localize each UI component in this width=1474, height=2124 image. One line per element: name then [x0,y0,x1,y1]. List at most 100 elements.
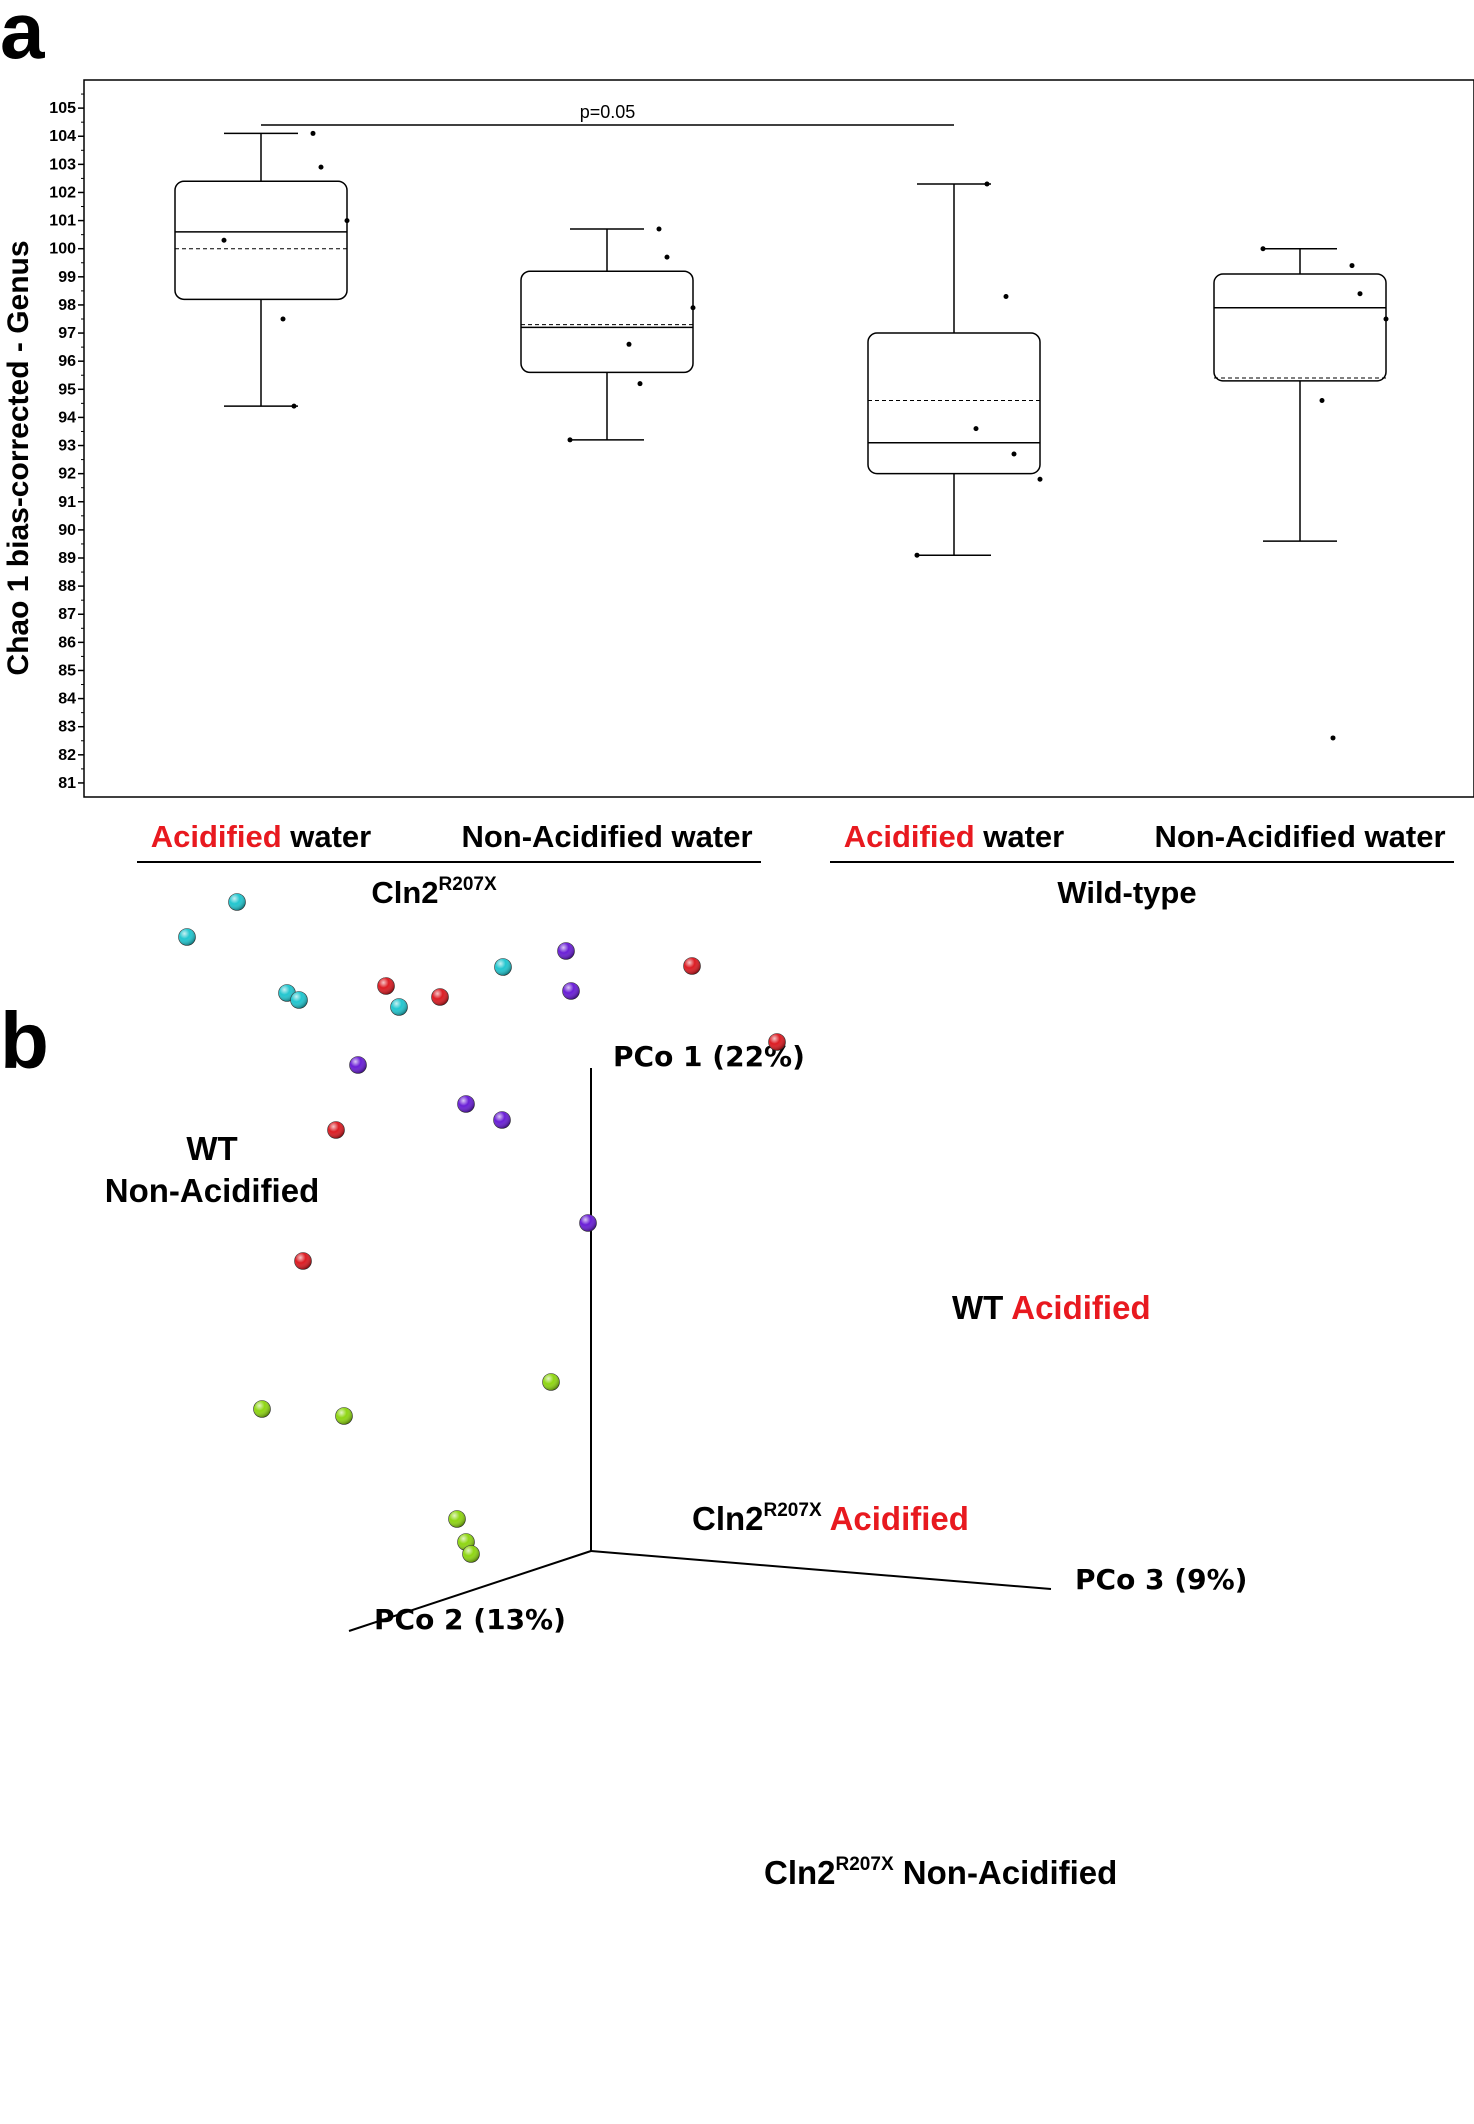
y-tick-label: 89 [58,550,76,567]
sphere-point [457,1095,475,1113]
sphere-shade [562,982,580,1000]
sphere-shade [542,1373,560,1391]
label-rest: Non-Acidified [894,1854,1118,1891]
sphere-point [562,982,580,1000]
y-tick-label: 81 [58,775,76,792]
box-2 [520,226,696,443]
category-label-3: Acidified water [844,819,1065,854]
sphere-shade [462,1545,480,1563]
sphere-shade [579,1214,597,1232]
group-labels: Cln2R207X Wild-type [137,861,1454,910]
y-tick-label: 101 [49,213,76,230]
label-prefix: Cln2 [692,1500,764,1537]
y-tick-label: 104 [49,128,76,145]
sphere-shade [335,1407,353,1425]
category-label-1: Acidified water [151,819,372,854]
data-point [318,164,324,170]
y-tick-label: 97 [58,325,76,342]
label-cln2-non-acidified: Cln2R207X Non-Acidified [764,1854,1117,1891]
label-text: water [282,819,372,854]
sample-points [178,893,786,1563]
sphere-point [579,1214,597,1232]
label-text: water [975,819,1065,854]
label-highlight: Acidified [151,819,282,854]
data-point [221,237,227,243]
label-text: Non-Acidified water [1154,819,1445,854]
panel-a-letter: a [0,0,45,75]
boxes-layer [174,130,1389,741]
category-labels: Acidified water Non-Acidified water Acidif… [151,819,1446,854]
sphere-point [683,957,701,975]
data-point [291,403,297,409]
y-tick-label: 96 [58,353,76,370]
label-wt-acidified: WT Acidified [952,1289,1151,1326]
label-highlight: Acidified [1011,1289,1150,1326]
sphere-shade [431,988,449,1006]
sphere-shade [457,1095,475,1113]
panel-b-pcoa-plot: PCo 1 (22%) PCo 2 (13%) PCo 3 (9%) WTNon… [105,893,1247,1891]
sphere-point [542,1373,560,1391]
data-point [280,316,286,322]
sphere-point [448,1510,466,1528]
sphere-shade [349,1056,367,1074]
data-point [1260,246,1266,252]
y-tick-label: 84 [58,691,76,708]
sphere-point [557,942,575,960]
panel-a-box-plot: Chao 1 bias-corrected - Genus 8182838485… [2,79,1474,910]
sphere-point [493,1111,511,1129]
pco3-axis-label: PCo 3 (9%) [1075,1563,1247,1596]
sphere-shade [377,977,395,995]
y-tick-label: 83 [58,719,76,736]
sphere-point [294,1252,312,1270]
sphere-shade [390,998,408,1016]
sphere-point [335,1407,353,1425]
box-1 [174,130,350,409]
significance-bar: p=0.05 [261,102,954,126]
sphere-shade [683,957,701,975]
data-point [690,305,696,311]
pco2-axis-line [348,1550,592,1632]
data-point [637,381,643,387]
iqr-box [520,270,694,374]
label-prefix: WT [952,1289,1011,1326]
category-label-2: Non-Acidified water [461,819,752,854]
sphere-shade [448,1510,466,1528]
y-tick-label: 82 [58,747,76,764]
data-point [984,181,990,187]
group-name: Wild-type [1057,875,1196,910]
box-4 [1213,246,1389,741]
y-tick-label: 92 [58,466,76,483]
sphere-shade [493,1111,511,1129]
data-point [656,226,662,232]
sphere-shade [253,1400,271,1418]
data-point [1037,476,1043,482]
data-point [1357,291,1363,297]
label-wt-non-line2: Non-Acidified [105,1172,319,1209]
sphere-point [494,958,512,976]
data-point [1330,735,1336,741]
y-tick-label: 102 [49,184,76,201]
y-tick-label: 91 [58,494,76,511]
y-tick-label: 100 [49,241,76,258]
label-superscript: R207X [764,1500,822,1521]
label-prefix: Cln2 [764,1854,836,1891]
data-point [344,218,350,224]
data-point [1383,316,1389,322]
y-tick-label: 94 [58,409,76,426]
iqr-box [174,180,348,301]
y-tick-label: 93 [58,438,76,455]
group-name: Cln2 [371,875,438,910]
data-point [1319,398,1325,404]
label-highlight: Acidified [844,819,975,854]
sphere-shade [494,958,512,976]
y-tick-label: 86 [58,634,76,651]
label-text: Non-Acidified water [461,819,752,854]
group-superscript: R207X [439,874,497,895]
sphere-point [327,1121,345,1139]
iqr-box [867,332,1041,475]
data-point [1349,263,1355,269]
sphere-point [228,893,246,911]
group-label-2: Wild-type [1057,875,1196,910]
